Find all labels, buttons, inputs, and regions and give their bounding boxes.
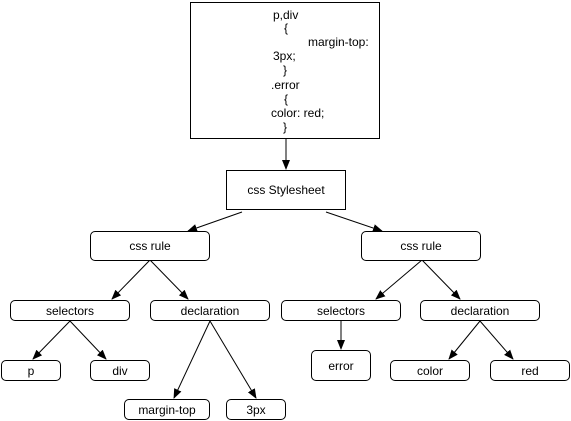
property-margin-top-node: margin-top	[124, 399, 210, 420]
node-label: margin-top	[138, 402, 196, 417]
css-stylesheet-node: css Stylesheet	[226, 170, 346, 210]
node-label: css rule	[400, 239, 442, 253]
value-3px-node: 3px	[226, 399, 286, 420]
css-rule-node-right: css rule	[361, 231, 481, 261]
node-label: error	[328, 358, 354, 373]
value-red-node: red	[490, 360, 570, 381]
arrow-stylesheet-to-rule-right	[325, 211, 383, 232]
selectors-node-right: selectors	[281, 300, 401, 321]
node-label: p	[27, 363, 35, 378]
code-line: }	[283, 120, 288, 134]
code-line: color: red;	[271, 106, 325, 120]
selector-p-node: p	[1, 360, 61, 381]
selectors-node-left: selectors	[10, 300, 130, 321]
code-line: 3px;	[273, 49, 296, 63]
code-line: {	[284, 92, 289, 106]
code-line: }	[283, 63, 288, 77]
arrow-declaration-right-to-color	[448, 320, 481, 360]
node-label: red	[521, 363, 539, 378]
arrow-selectors-left-to-p	[32, 320, 71, 360]
arrow-declaration-left-to-3px	[209, 320, 257, 399]
arrow-declaration-right-to-red	[479, 320, 514, 360]
arrow-stylesheet-to-rule-left	[187, 211, 243, 232]
node-label: selectors	[45, 303, 95, 318]
declaration-node-right: declaration	[420, 300, 540, 321]
code-line: .error	[271, 78, 300, 92]
node-label: div	[112, 363, 128, 378]
node-label: declaration	[450, 303, 510, 318]
selector-error-node: error	[311, 350, 371, 381]
arrow-rule-left-to-selectors	[111, 259, 151, 300]
node-label: css Stylesheet	[247, 183, 325, 197]
css-rule-node-left: css rule	[90, 231, 210, 261]
arrow-rule-left-to-declaration	[149, 259, 189, 300]
node-label: css rule	[129, 239, 171, 253]
code-line: {	[284, 21, 289, 35]
node-label: selectors	[316, 303, 366, 318]
node-label: declaration	[180, 303, 240, 318]
arrow-selectors-left-to-div	[69, 320, 107, 360]
declaration-node-left: declaration	[150, 300, 270, 321]
code-line: margin-top:	[308, 35, 369, 49]
selector-div-node: div	[90, 360, 150, 381]
arrow-rule-right-to-selectors	[375, 259, 423, 300]
code-line: p,div	[273, 8, 299, 22]
node-label: color	[416, 363, 443, 378]
property-color-node: color	[390, 360, 470, 381]
arrow-declaration-left-to-margin-top	[173, 320, 211, 399]
node-label: 3px	[246, 402, 266, 417]
css-code-box: p,div { margin-top: 3px; } .error { colo…	[190, 2, 380, 139]
arrow-rule-right-to-declaration	[421, 259, 461, 300]
